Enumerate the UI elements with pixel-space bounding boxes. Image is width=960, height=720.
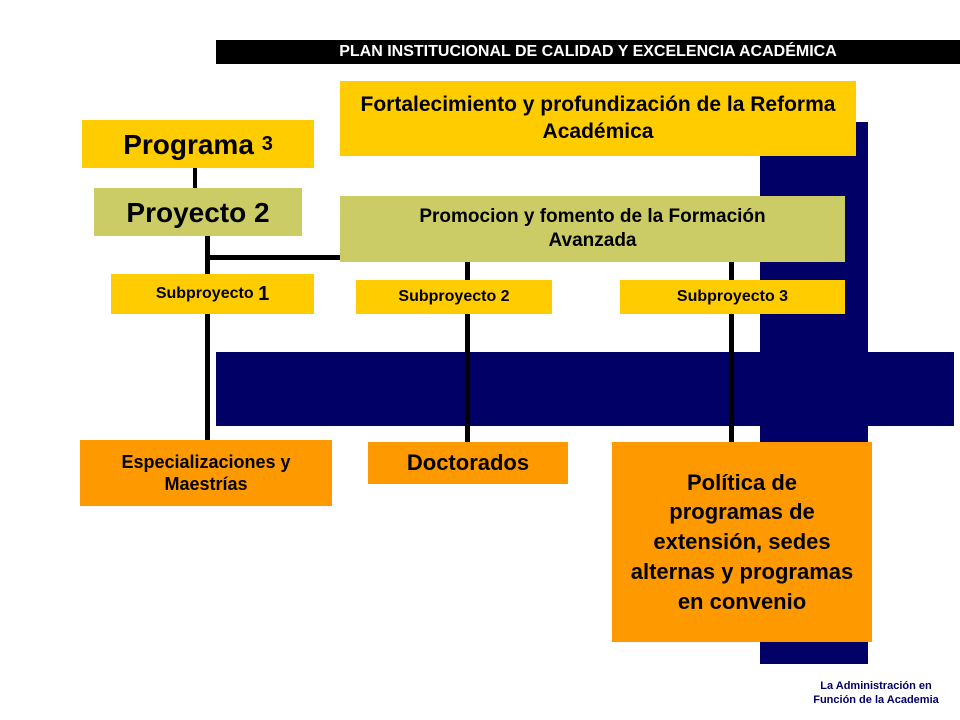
outcome-extension-policy-label: Política de programas de extensión, sede…: [630, 469, 854, 614]
subproject-1-box: Subproyecto 1: [111, 274, 314, 314]
connector-horizontal-bus: [205, 255, 345, 260]
program-box: Programa 3: [82, 120, 314, 168]
outcome-specializations-label: Especializaciones y Maestrías: [121, 451, 291, 495]
subproject-1-prefix: Subproyecto: [155, 285, 254, 302]
header-banner: PLAN INSTITUCIONAL DE CALIDAD Y EXCELENC…: [216, 40, 960, 64]
project-box: Proyecto 2: [94, 188, 302, 236]
navy-horizontal-band: [216, 352, 954, 426]
outcome-specializations-box: Especializaciones y Maestrías: [80, 440, 332, 506]
header-title: PLAN INSTITUCIONAL DE CALIDAD Y EXCELENC…: [339, 43, 837, 60]
project-description-box: Promocion y fomento de la Formación Avan…: [340, 196, 845, 262]
program-prefix: Programa: [123, 128, 254, 160]
program-description-box: Fortalecimiento y profundización de la R…: [340, 81, 856, 156]
outcome-doctorates-label: Doctorados: [406, 450, 530, 476]
subproject-2-box: Subproyecto 2: [356, 280, 552, 314]
project-label: Proyecto 2: [126, 196, 270, 228]
outcome-doctorates-box: Doctorados: [368, 442, 568, 484]
subproject-3-label: Subproyecto 3: [676, 288, 789, 305]
connector-sub1-down: [205, 314, 210, 442]
connector-program-to-project: [193, 168, 197, 190]
subproject-3-box: Subproyecto 3: [620, 280, 845, 314]
footer-caption: La Administración en Función de la Acade…: [813, 679, 939, 706]
connector-sub3-down: [729, 314, 734, 442]
footer-caption-box: La Administración en Función de la Acade…: [808, 668, 944, 718]
connector-sub2-down: [465, 314, 470, 442]
program-description: Fortalecimiento y profundización de la R…: [360, 93, 836, 143]
program-number: 3: [261, 132, 273, 155]
project-description: Promocion y fomento de la Formación Avan…: [419, 206, 766, 251]
connector-sub3-top: [729, 262, 734, 280]
subproject-1-number: 1: [258, 282, 270, 305]
outcome-extension-policy-box: Política de programas de extensión, sede…: [612, 442, 872, 642]
connector-sub2-top: [465, 256, 470, 280]
subproject-2-label: Subproyecto 2: [398, 288, 510, 305]
